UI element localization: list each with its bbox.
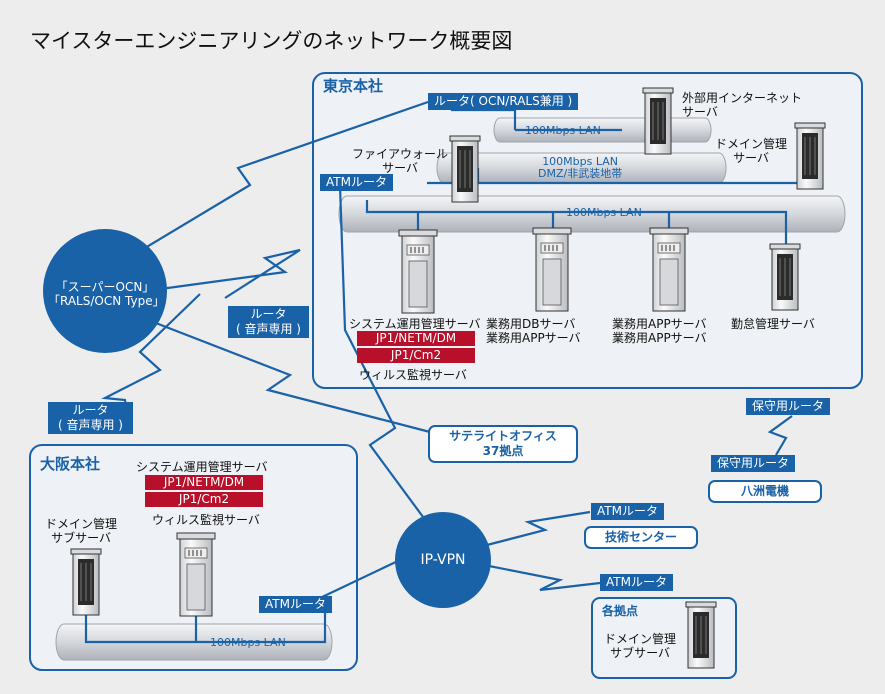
osaka-tag-cm2: JP1/Cm2 [145,492,263,507]
external-server-label: 外部用インターネットサーバ [682,91,803,119]
page-title: マイスターエンジニアリングのネットワーク概要図 [30,29,513,53]
osaka-ops-server-label: システム運用管理サーバ [136,460,268,474]
domain-server-label: ドメイン管理サーバ [715,137,788,165]
osaka-domain-sub-label: ドメイン管理サブサーバ [45,517,118,545]
branches-domain-sub-label: ドメイン管理サブサーバ [604,632,677,660]
maintenance-router-bottom: 保守用ルータ [711,455,796,472]
maintenance-router-top: 保守用ルータ [746,398,831,415]
osaka-virus-server-label: ウィルス監視サーバ [152,513,260,527]
voice-router-bottom: ルータ( 音声専用 ) [48,402,133,434]
ipvpn-node [395,512,491,608]
branches-atm-router: ATMルータ [600,574,673,591]
tech-center-box: 技術センター [584,526,698,549]
super-ocn-node [43,229,167,353]
tech-center-atm-router: ATMルータ [591,503,664,520]
yashima-denki-box: 八洲電機 [708,480,822,503]
tokyo-atm-router: ATMルータ [320,174,393,191]
tokyo-tag-netm: JP1/NETM/DM [357,331,475,346]
wan-links [94,100,793,599]
tokyo-app-server-label: 業務用APPサーバ業務用APPサーバ [612,317,707,345]
ipvpn-label: IP-VPN [420,552,466,568]
tokyo-ocn-router: ルータ( OCN/RALS兼用 ) [428,93,579,110]
osaka-tag-netm: JP1/NETM/DM [145,475,263,490]
tokyo-office-label: 東京本社 [323,77,384,95]
tokyo-attendance-server-label: 勤怠管理サーバ [731,317,815,331]
tokyo-db-server-label: 業務用DBサーバ業務用APPサーバ [486,317,581,345]
osaka-atm-router: ATMルータ [259,596,332,613]
osaka-office-label: 大阪本社 [40,455,101,473]
super-ocn-label: 「スーパーOCN」「RALS/OCN Type」 [48,280,165,308]
tokyo-lan-top-label: 100Mbps LAN [525,124,601,137]
branch-server [685,601,717,669]
tokyo-ops-server-label: システム運用管理サーバ [349,317,481,331]
branches-label: 各拠点 [602,604,639,618]
firewall-server-label: ファイアウォールサーバ [352,147,449,175]
voice-router-top: ルータ( 音声専用 ) [228,306,309,338]
osaka-lan-label: 100Mbps LAN [210,636,286,649]
lan-pipes [55,117,846,661]
tokyo-lan-main-label: 100Mbps LAN [566,206,642,219]
tokyo-tag-cm2: JP1/Cm2 [357,348,475,363]
tokyo-virus-server-label: ウィルス監視サーバ [359,368,467,382]
